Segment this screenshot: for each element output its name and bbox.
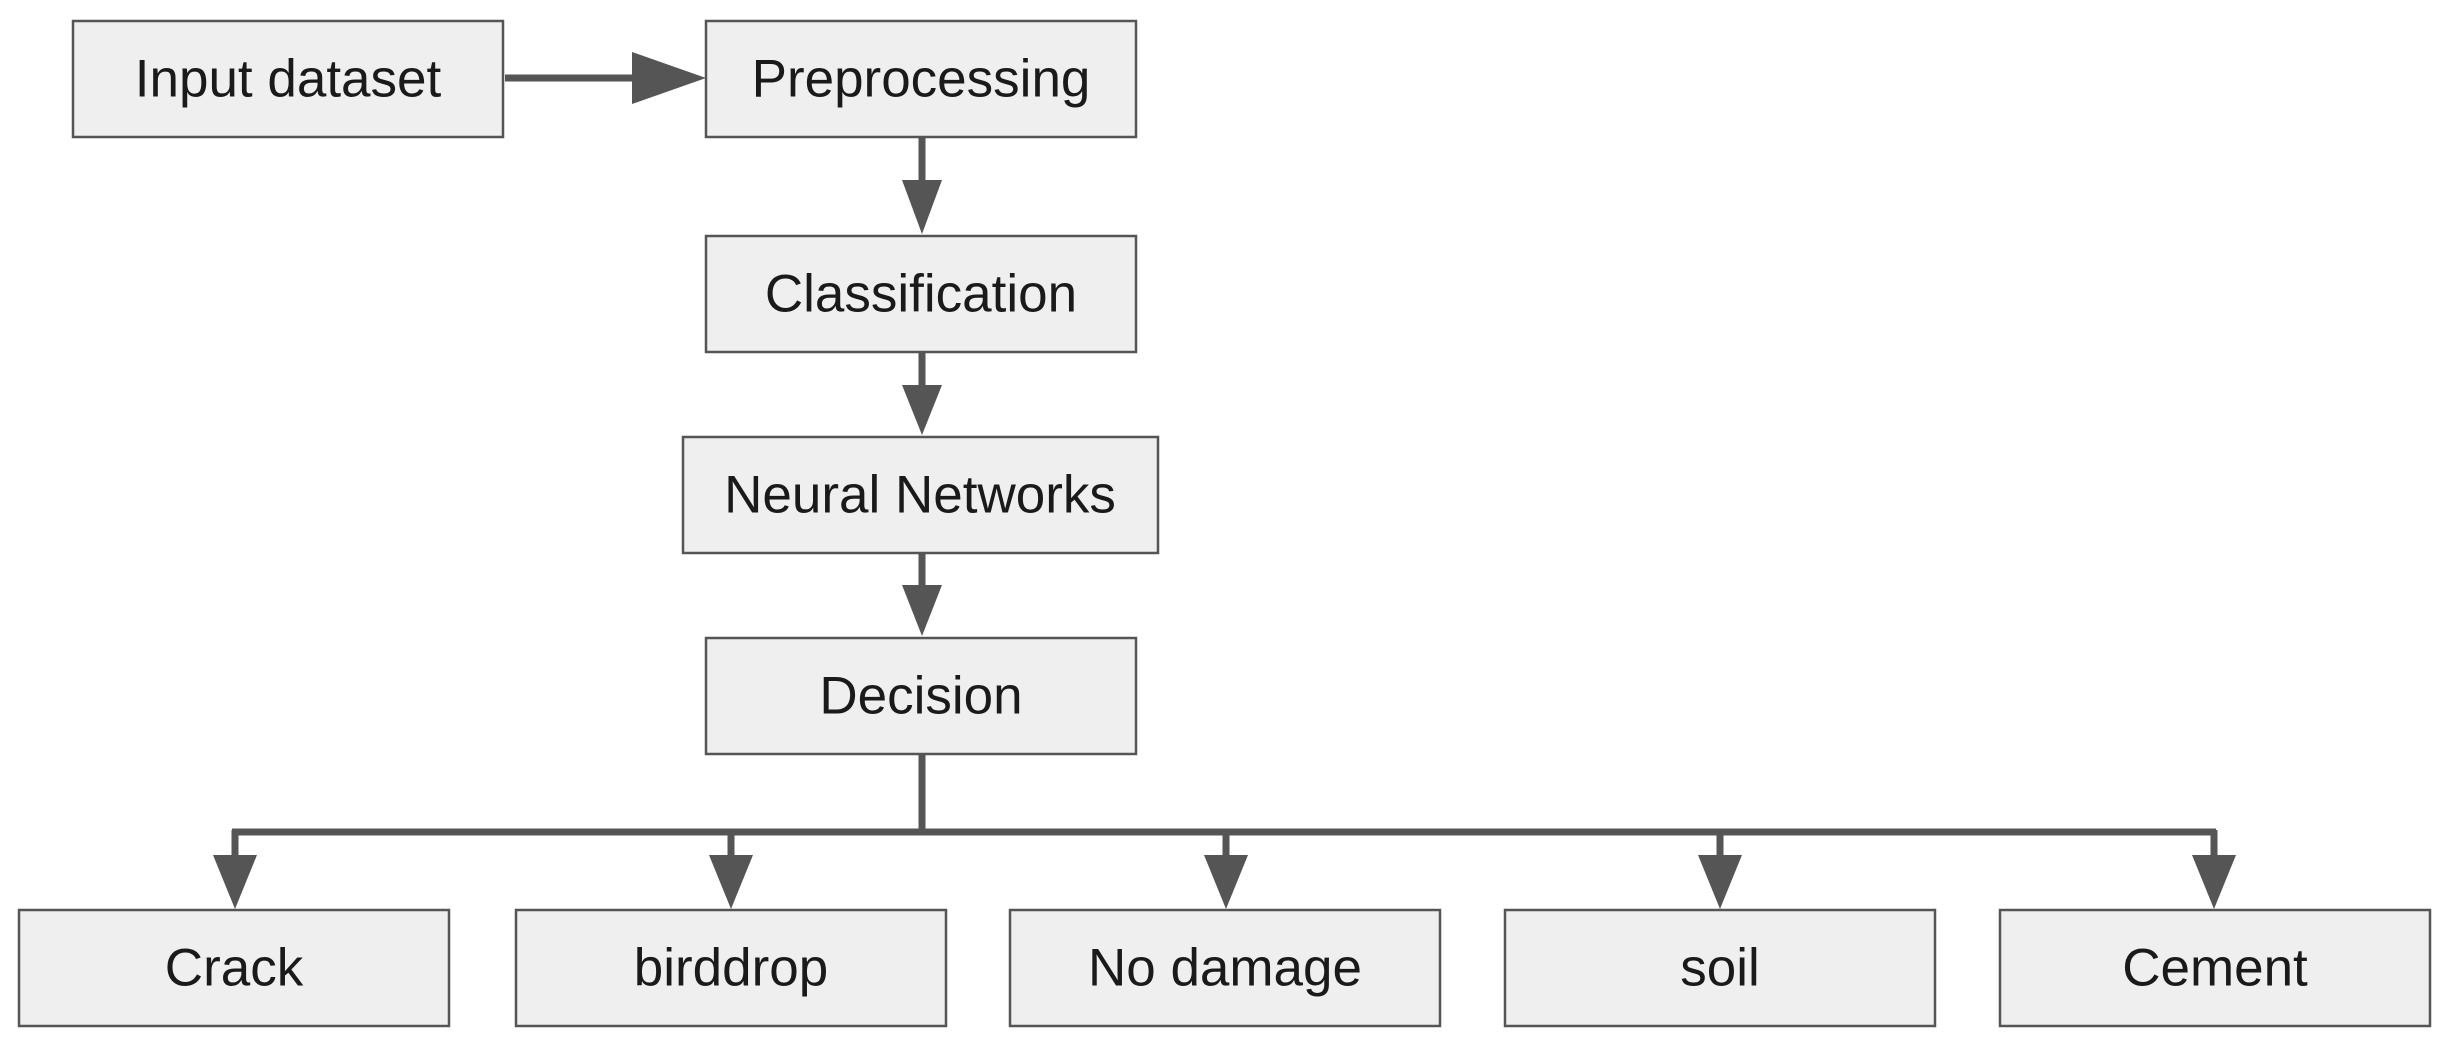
node-decision-box bbox=[704, 636, 1138, 756]
node-classification-label: Classification bbox=[765, 265, 1077, 324]
node-cement-label: Cement bbox=[2122, 939, 2308, 998]
node-crack: Crack bbox=[17, 908, 451, 1028]
edges bbox=[213, 52, 2236, 909]
arrow-head-soil bbox=[1698, 855, 1742, 909]
arrow-head-cement bbox=[2192, 855, 2236, 909]
node-classification-box bbox=[704, 234, 1138, 354]
arrow-head-classification bbox=[902, 180, 942, 234]
node-birddrop-box bbox=[514, 908, 948, 1028]
node-decision: Decision bbox=[704, 636, 1138, 756]
node-crack-label: Crack bbox=[165, 939, 304, 998]
node-crack-box bbox=[17, 908, 451, 1028]
node-soil-label: soil bbox=[1680, 939, 1760, 998]
arrow-head-neural bbox=[902, 385, 942, 435]
node-cement-box bbox=[1998, 908, 2432, 1028]
node-birddrop: birddrop bbox=[514, 908, 948, 1028]
node-classification: Classification bbox=[704, 234, 1138, 354]
arrow-head-preprocessing bbox=[632, 52, 706, 104]
node-neural-networks: Neural Networks bbox=[681, 435, 1160, 555]
arrow-head-decision bbox=[902, 585, 942, 636]
node-preprocessing: Preprocessing bbox=[704, 19, 1138, 139]
node-neural-networks-box bbox=[681, 435, 1160, 555]
node-decision-label: Decision bbox=[819, 667, 1022, 726]
node-no-damage-label: No damage bbox=[1088, 939, 1362, 998]
node-input-dataset-box bbox=[71, 19, 505, 139]
node-preprocessing-label: Preprocessing bbox=[752, 50, 1091, 109]
node-soil: soil bbox=[1503, 908, 1937, 1028]
node-no-damage-box bbox=[1008, 908, 1442, 1028]
node-soil-box bbox=[1503, 908, 1937, 1028]
node-no-damage: No damage bbox=[1008, 908, 1442, 1028]
node-input-dataset-label: Input dataset bbox=[135, 50, 442, 109]
node-birddrop-label: birddrop bbox=[634, 939, 828, 998]
arrow-head-crack bbox=[213, 855, 257, 909]
arrow-head-birddrop bbox=[709, 855, 753, 909]
node-cement: Cement bbox=[1998, 908, 2432, 1028]
node-neural-networks-label: Neural Networks bbox=[724, 466, 1116, 525]
arrow-head-nodamage bbox=[1204, 855, 1248, 909]
node-input-dataset: Input dataset bbox=[71, 19, 505, 139]
node-preprocessing-box bbox=[704, 19, 1138, 139]
